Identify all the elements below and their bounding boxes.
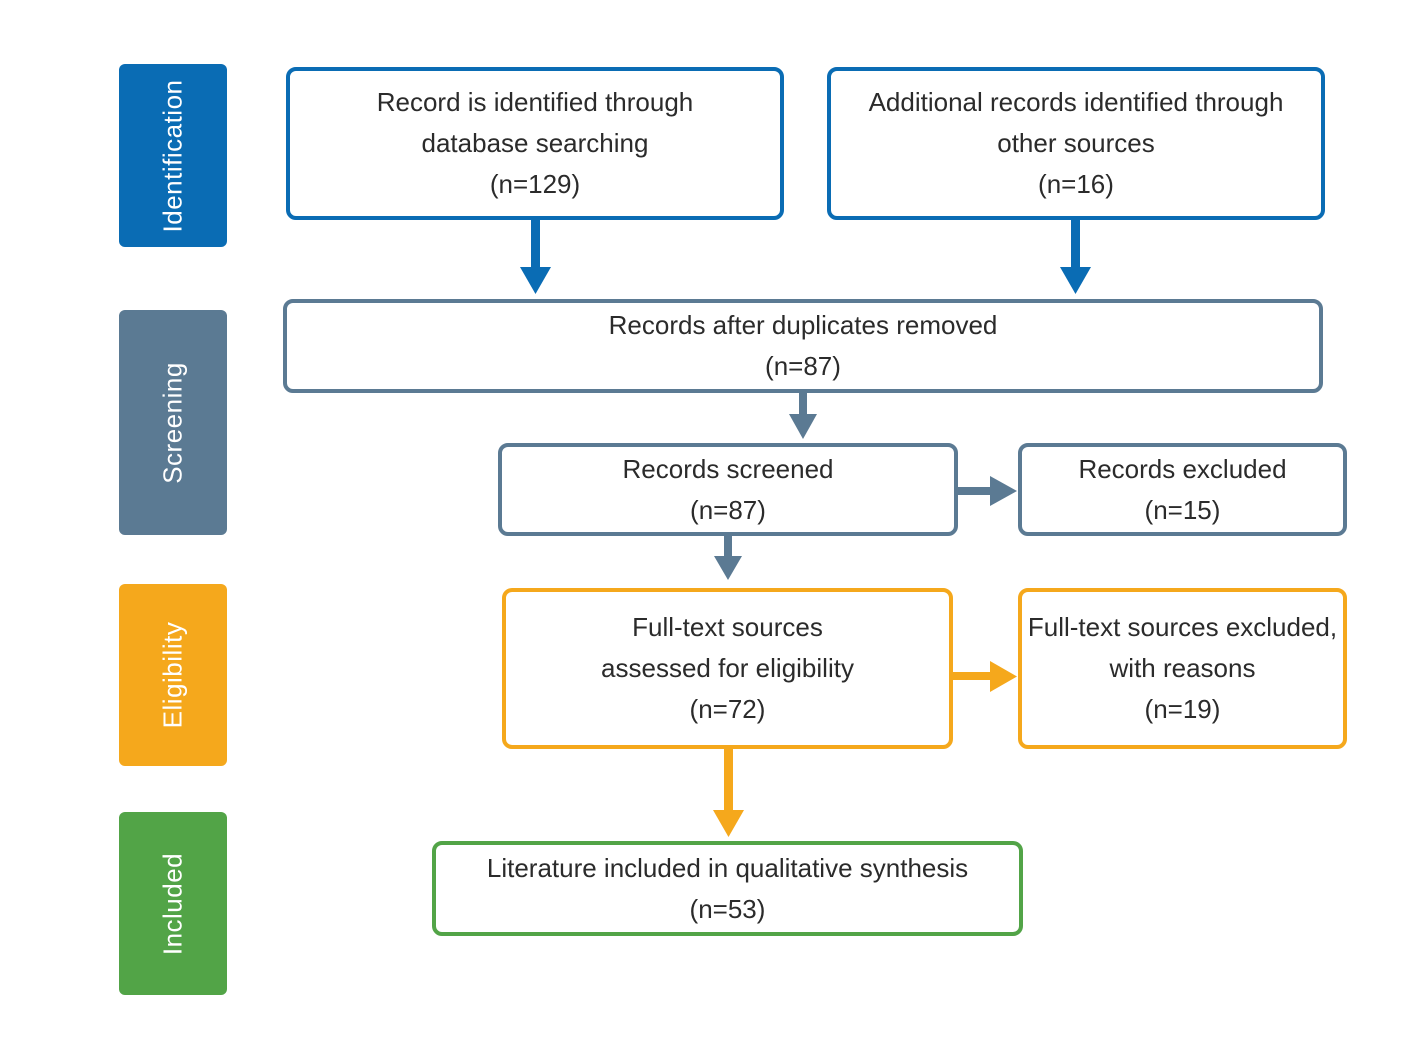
box-fulltext-excluded: Full-text sources excluded, with reasons… [1018, 588, 1347, 749]
box-records-excluded-line1: Records excluded [1078, 453, 1287, 484]
box-fulltext-excluded-line1: Full-text sources excluded, [1027, 612, 1338, 642]
phase-included: Included [119, 812, 227, 995]
box-duplicates-removed-count: (n=87) [765, 351, 841, 381]
phase-eligibility: Eligibility [119, 584, 227, 766]
box-records-excluded: Records excluded (n=15) [1018, 443, 1347, 536]
box-other-sources: Additional records identified through ot… [827, 67, 1325, 220]
box-fulltext-assessed-line2: assessed for eligibility [601, 653, 854, 683]
box-database-search-line2: database searching [421, 128, 649, 158]
arrow-screened-to-fulltext [714, 534, 742, 580]
box-fulltext-assessed-line1: Full-text sources [632, 612, 823, 642]
box-records-screened-line1: Records screened [622, 453, 834, 484]
box-records-screened: Records screened (n=87) [498, 443, 958, 536]
box-duplicates-removed-line1: Records after duplicates removed [608, 310, 998, 340]
box-records-screened-count: (n=87) [690, 494, 766, 525]
box-literature-included-count: (n=53) [689, 893, 766, 924]
box-database-search: Record is identified through database se… [286, 67, 784, 220]
phase-screening: Screening [119, 310, 227, 535]
arrow-fulltext-to-included [713, 748, 744, 837]
box-fulltext-assessed: Full-text sources assessed for eligibili… [502, 588, 953, 749]
arrow-other-to-dedup [1060, 219, 1091, 294]
box-duplicates-removed: Records after duplicates removed (n=87) [283, 299, 1323, 393]
box-fulltext-excluded-count: (n=19) [1144, 694, 1221, 724]
box-other-sources-line1: Additional records identified through [868, 87, 1284, 117]
box-database-search-count: (n=129) [489, 169, 581, 199]
phase-identification: Identification [119, 64, 227, 247]
box-records-excluded-count: (n=15) [1144, 494, 1221, 525]
box-other-sources-line2: other sources [997, 128, 1155, 158]
box-fulltext-excluded-line2: with reasons [1109, 653, 1256, 683]
box-other-sources-count: (n=16) [1038, 169, 1114, 199]
box-literature-included-line1: Literature included in qualitative synth… [486, 852, 969, 883]
arrow-database-to-dedup [520, 219, 551, 294]
box-literature-included: Literature included in qualitative synth… [432, 841, 1023, 936]
box-database-search-line1: Record is identified through [376, 87, 694, 117]
arrow-fulltext-to-fulltext-excluded [951, 661, 1017, 692]
box-fulltext-assessed-count: (n=72) [689, 694, 766, 724]
arrow-dedup-to-screened [789, 391, 817, 439]
arrow-screened-to-excluded [956, 476, 1017, 506]
